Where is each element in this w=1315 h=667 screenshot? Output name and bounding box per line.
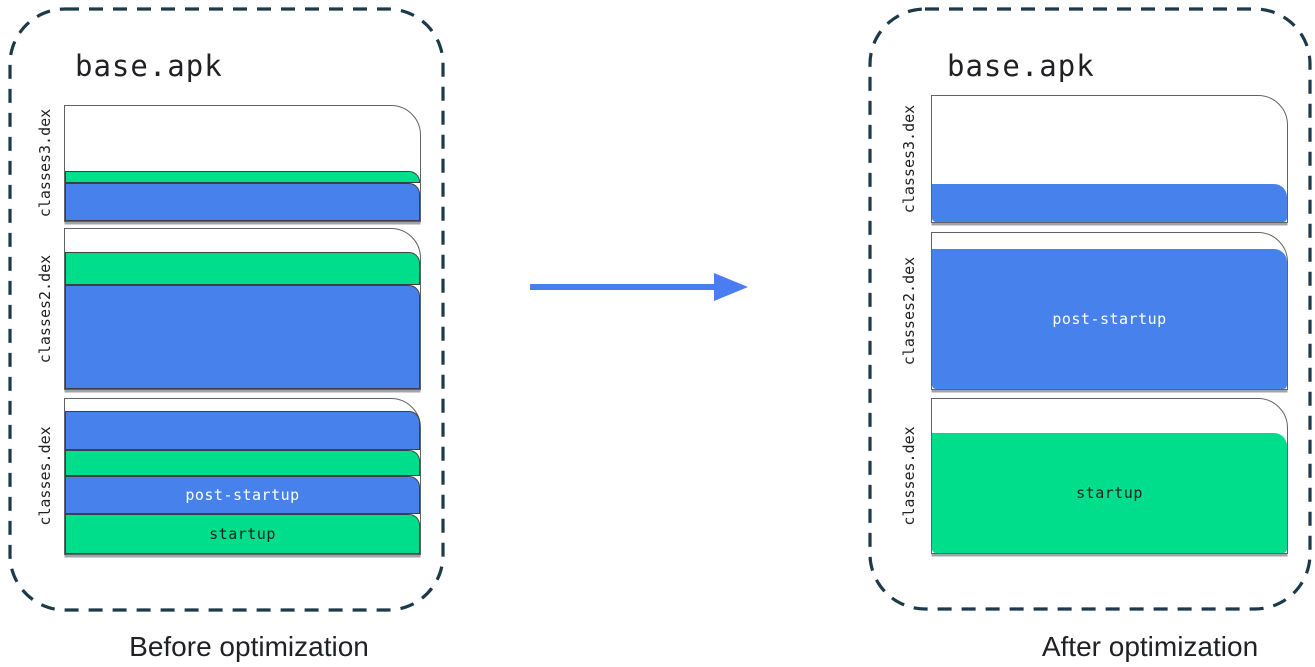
caption-before-optimization: Before optimization — [129, 631, 369, 662]
apk-container-after: base.apk classes3.dex classes2.dex class… — [868, 7, 1312, 611]
dex-page-classes3 — [64, 105, 421, 222]
dex-file-label: classes2.dex — [900, 256, 918, 366]
dex-band-blue — [65, 285, 420, 389]
apk-title: base.apk — [947, 49, 1095, 83]
dex-page-classes: startup — [931, 398, 1288, 554]
dex-file-label: classes.dex — [36, 426, 54, 526]
dex-page-classes2 — [64, 228, 421, 390]
dex-band-green: startup — [65, 514, 420, 554]
dex-page-classes3 — [931, 95, 1288, 223]
dex-file-label: classes3.dex — [36, 108, 54, 218]
dashed-border — [868, 7, 1312, 611]
apk-title: base.apk — [75, 49, 223, 83]
band-label: startup — [209, 525, 276, 543]
dex-page-classes: post-startup startup — [64, 398, 421, 555]
dex-band-green — [65, 252, 420, 285]
dex-file-label: classes2.dex — [36, 254, 54, 364]
arrow-head — [714, 273, 748, 301]
band-label: startup — [1076, 484, 1143, 502]
caption-after-optimization: After optimization — [1041, 631, 1259, 662]
dex-band-blue: post-startup — [65, 476, 420, 514]
apk-container-before: base.apk classes3.dex classes2.dex class… — [8, 7, 445, 612]
dex-band-blue: post-startup — [932, 249, 1287, 389]
arrow-shaft — [530, 284, 718, 290]
band-label: post-startup — [185, 486, 300, 504]
arrow-right-icon — [530, 273, 748, 301]
dex-band-blue — [932, 184, 1287, 222]
dex-file-label: classes3.dex — [900, 104, 918, 214]
dex-band-blue — [65, 411, 420, 450]
dex-band-green: startup — [932, 433, 1287, 553]
dex-band-blue — [65, 183, 420, 221]
band-label: post-startup — [1052, 310, 1167, 328]
dex-page-classes2: post-startup — [931, 232, 1288, 390]
dashed-border — [8, 7, 445, 612]
dex-file-label: classes.dex — [900, 426, 918, 526]
dex-band-green — [65, 171, 420, 183]
dex-band-green — [65, 450, 420, 476]
